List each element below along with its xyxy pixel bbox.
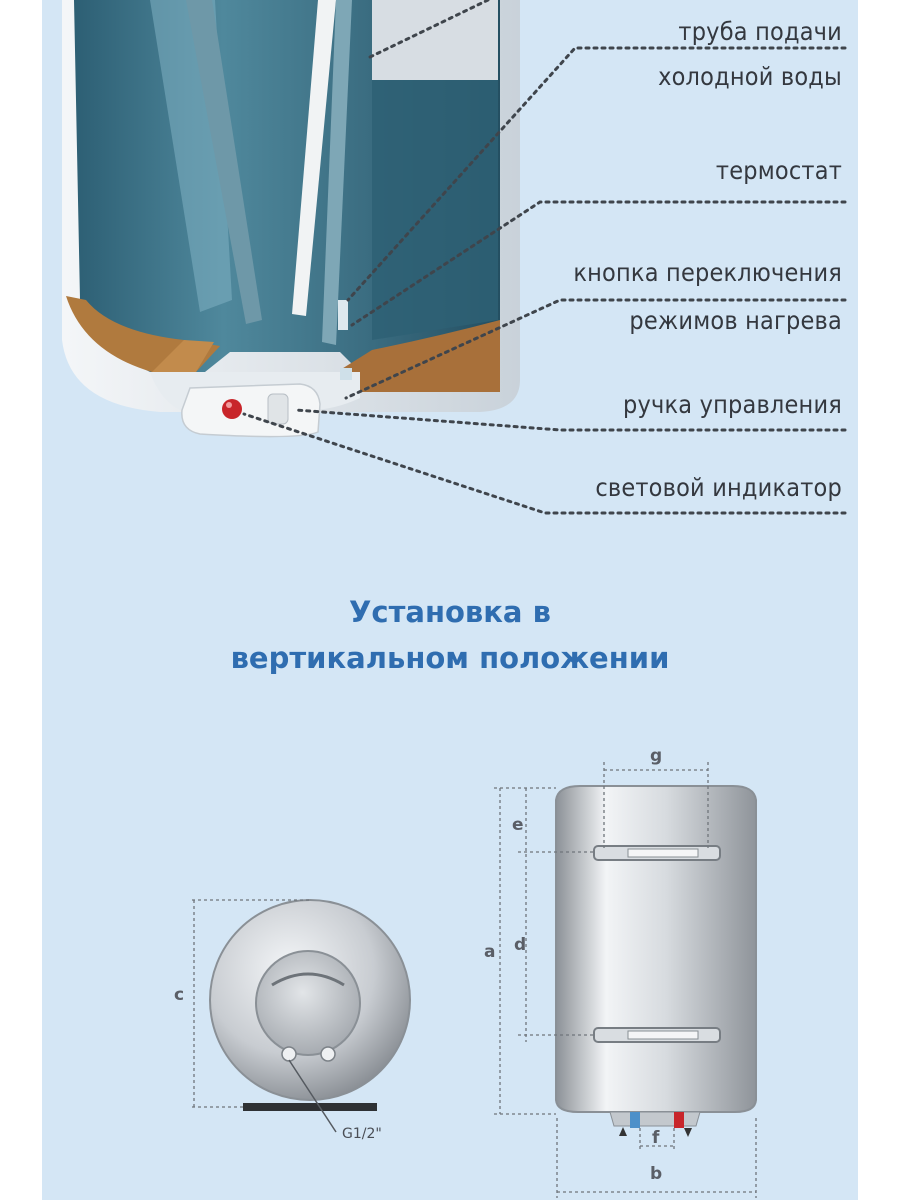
leader-control-knob bbox=[294, 408, 847, 432]
dimension-a: a bbox=[484, 942, 496, 962]
hot-outlet-marker bbox=[674, 1112, 684, 1128]
control-knob-icon bbox=[267, 393, 289, 425]
dimension-e: e bbox=[512, 815, 524, 835]
cold-inlet-marker bbox=[630, 1112, 640, 1128]
dimension-f: f bbox=[652, 1128, 660, 1148]
section-title-line1: Установка в bbox=[349, 595, 551, 629]
leader-thermostat bbox=[350, 200, 847, 327]
dimension-g: g bbox=[650, 746, 663, 766]
callout-cold-pipe-line2: холодной воды bbox=[658, 62, 842, 91]
callout-control-knob: ручка управления bbox=[623, 390, 842, 419]
callout-mode-button-line1: кнопка переключения bbox=[573, 258, 842, 287]
top-view-drawing bbox=[192, 899, 411, 1133]
callout-thermostat: термостат bbox=[715, 156, 842, 185]
dimension-c: c bbox=[174, 985, 185, 1005]
section-title-line2: вертикальном положении bbox=[230, 641, 670, 675]
leader-cold-pipe bbox=[346, 46, 847, 302]
dimension-b: b bbox=[650, 1164, 663, 1184]
leader-top bbox=[366, 0, 490, 60]
thread-size-label: G1/2" bbox=[342, 1126, 382, 1142]
callout-indicator: световой индикатор bbox=[595, 473, 842, 502]
leader-indicator bbox=[242, 412, 847, 515]
dimension-d: d bbox=[514, 935, 527, 955]
callout-cold-pipe-line1: труба подачи bbox=[678, 17, 842, 46]
front-view-drawing bbox=[494, 762, 757, 1198]
callout-mode-button-line2: режимов нагрева bbox=[629, 306, 842, 335]
leader-mode-button bbox=[344, 298, 847, 400]
